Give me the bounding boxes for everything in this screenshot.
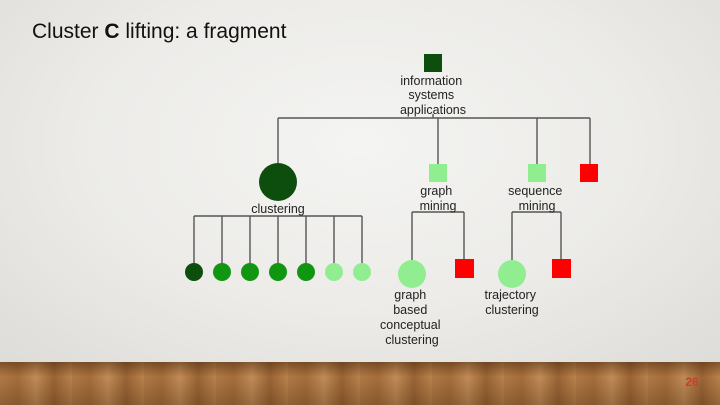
graph-mining-node <box>429 164 447 182</box>
clustering-leaf-2 <box>213 263 231 281</box>
clustering-node <box>259 163 297 201</box>
clustering-label: clustering <box>251 202 305 216</box>
red-leaf-node-2 <box>455 259 474 278</box>
clustering-leaf-6 <box>325 263 343 281</box>
page-number: 26 <box>685 375 699 389</box>
title-suffix: lifting: a fragment <box>119 20 287 43</box>
clustering-leaf-3 <box>241 263 259 281</box>
graph-mining-label: graph mining <box>420 184 457 213</box>
clustering-leaf-5 <box>297 263 315 281</box>
sequence-mining-label: sequence mining <box>508 184 566 213</box>
floor-shadow <box>0 362 720 405</box>
red-leaf-node-1 <box>580 164 598 182</box>
gbcc-label: graph based conceptual clustering <box>380 288 444 347</box>
wooden-floor <box>0 362 720 405</box>
trajectory-clustering-label: trajectory clustering <box>485 288 540 317</box>
gbcc-node <box>398 260 426 288</box>
tree-edges <box>193 70 591 264</box>
trajectory-clustering-node <box>498 260 526 288</box>
clustering-leaf-4 <box>269 263 287 281</box>
slide-title: Cluster C lifting: a fragment <box>32 20 286 44</box>
slide-background <box>0 0 720 362</box>
clustering-leaf-1 <box>185 263 203 281</box>
sequence-mining-node <box>528 164 546 182</box>
red-leaf-node-3 <box>552 259 571 278</box>
root-label: information systems applications <box>400 74 466 117</box>
clustering-leaf-7 <box>353 263 371 281</box>
title-bold-letter: C <box>104 20 120 43</box>
root-node <box>424 54 442 72</box>
title-prefix: Cluster <box>32 20 105 43</box>
